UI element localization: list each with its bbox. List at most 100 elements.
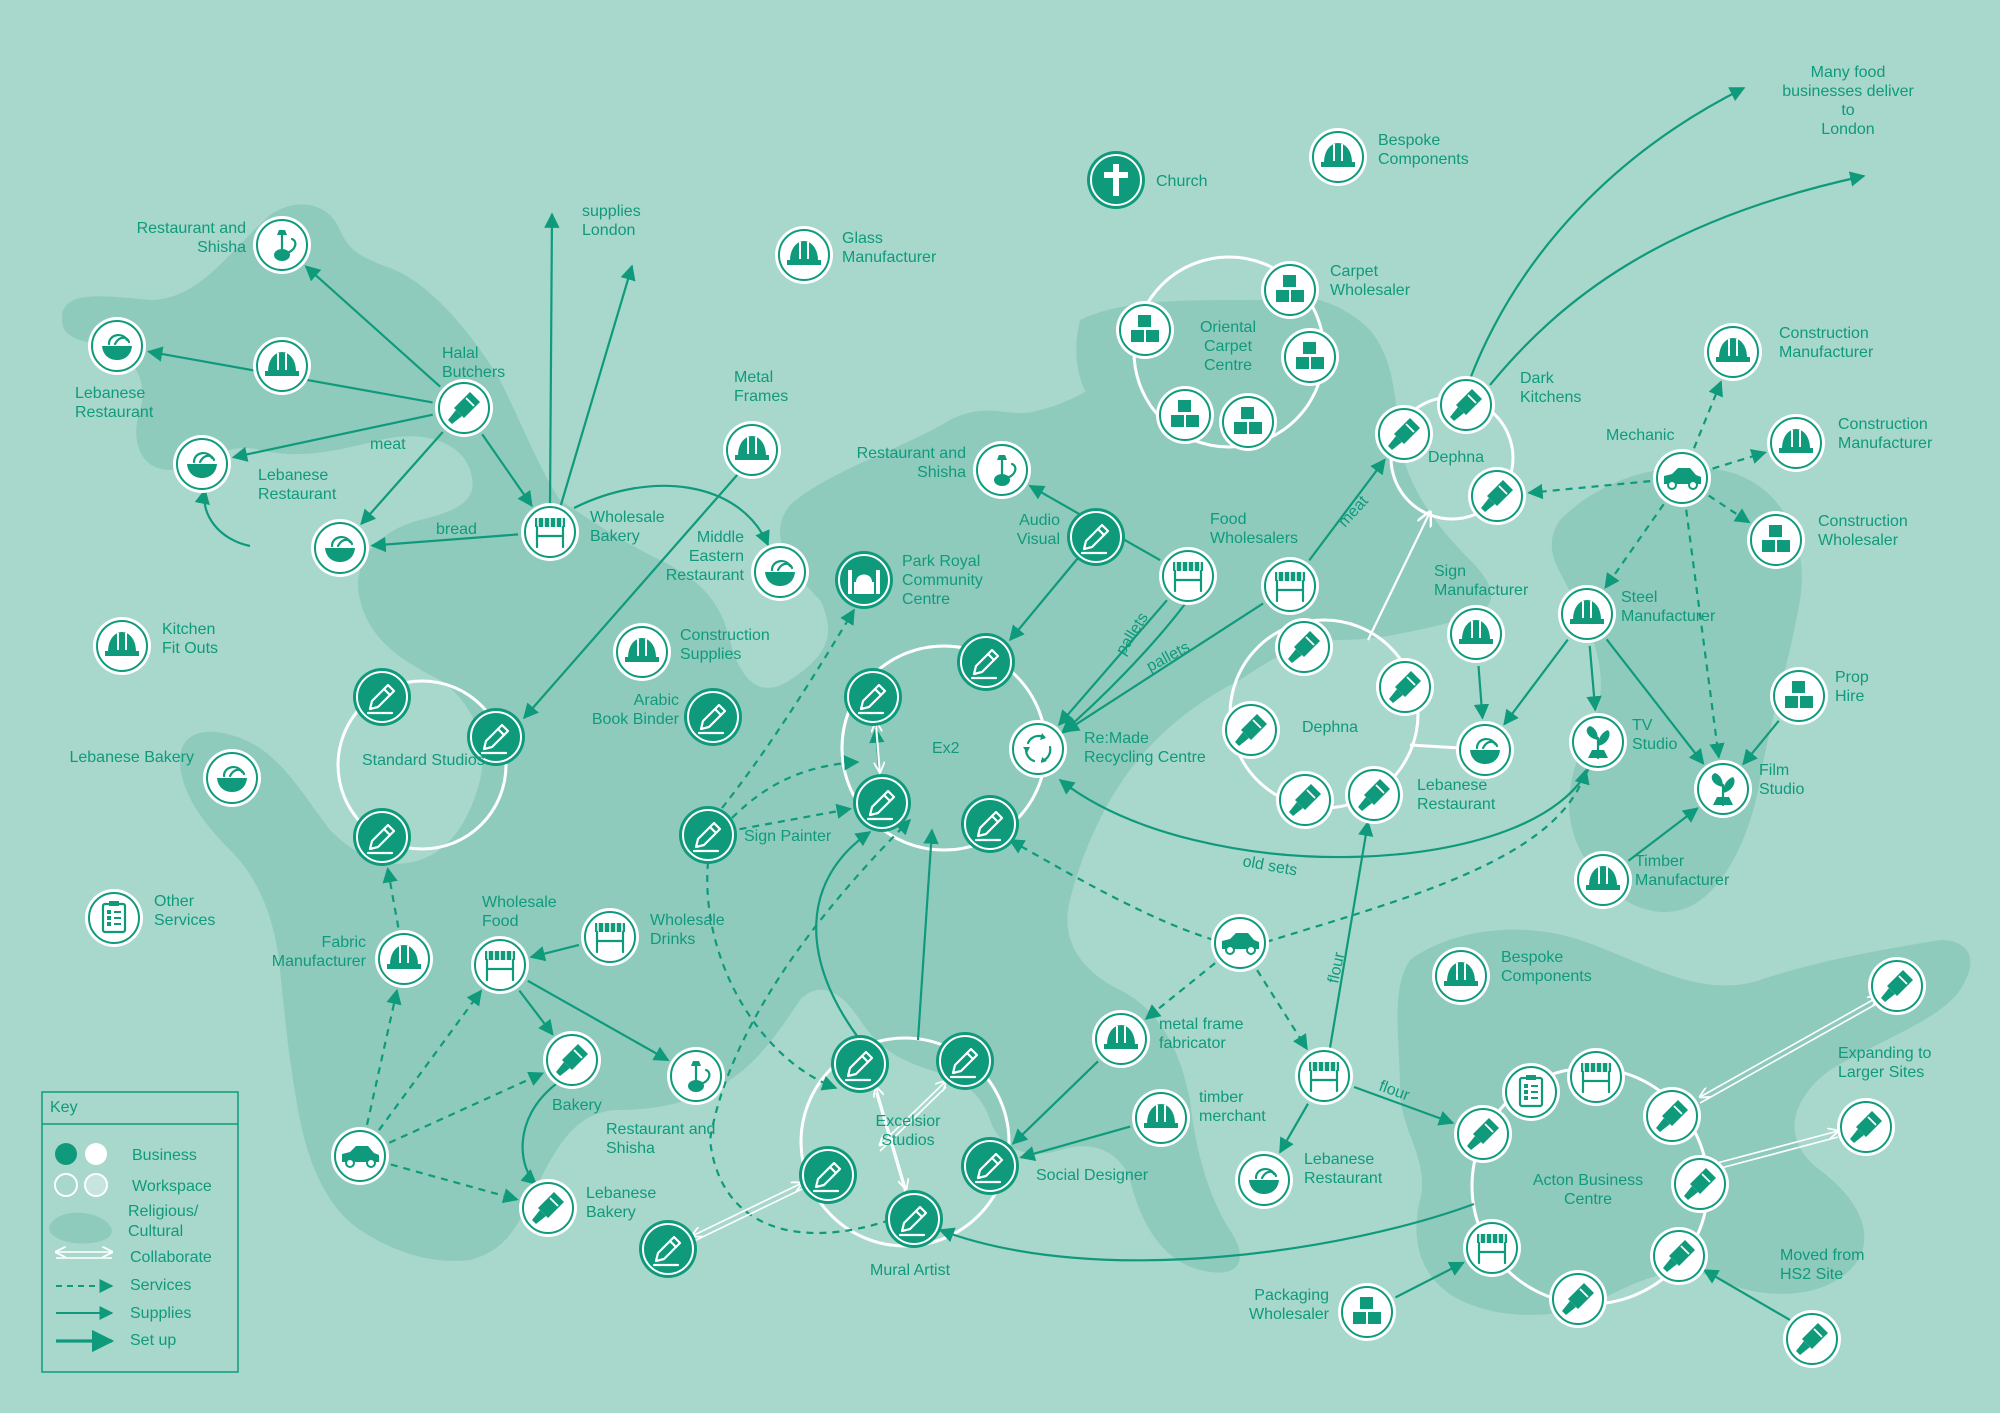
node-dephna-2a[interactable] [1275,618,1333,676]
node-acton-e[interactable] [1671,1155,1729,1213]
node-carpet-e[interactable] [1219,393,1277,451]
node-carpet-d[interactable] [1156,386,1214,444]
node-church[interactable]: Church [1087,151,1208,209]
node-social-designer[interactable]: Social Designer [961,1137,1149,1195]
node-carpet-a[interactable] [1116,301,1174,359]
node-stall-flour[interactable] [1295,1047,1353,1105]
node-dephna-2d[interactable] [1276,771,1334,829]
node-mechanic[interactable]: Mechanic [1606,427,1711,507]
node-sign-painter[interactable]: Sign Painter [679,806,832,864]
node-exc-a[interactable] [831,1035,889,1093]
node-ex2-a[interactable] [844,668,902,726]
pencil-icon [857,683,887,715]
node-dephna-2b[interactable] [1376,658,1434,716]
node-mural-artist[interactable]: Mural Artist [870,1190,951,1279]
node-carpet-c[interactable] [1281,328,1339,386]
node-dephna-2e[interactable] [1345,766,1403,824]
node-food-stall-2[interactable] [1261,557,1319,615]
supply-edge-wb-mer [573,484,770,547]
node-car-centre[interactable] [1211,914,1269,972]
node-acton-c[interactable] [1567,1048,1625,1106]
node-acton-b[interactable] [1502,1063,1560,1121]
node-expand-b[interactable] [1837,1098,1895,1156]
node-label: Butchers [442,364,505,381]
node-lebanese-bakery-1[interactable]: Lebanese Bakery [69,749,261,807]
node-acton-a[interactable] [1454,1105,1512,1163]
edge-label-bread: bread [436,521,477,538]
paintbrush-icon [448,392,480,424]
hard-hat-icon [1444,962,1478,986]
node-inner [1159,389,1211,441]
node-bakery[interactable]: Bakery [543,1031,602,1114]
node-label: Hire [1835,688,1864,705]
node-dephna-1a[interactable] [1375,405,1433,463]
node-collab-pencil[interactable] [639,1220,697,1278]
node-hs2[interactable] [1783,1310,1841,1368]
node-expand-a[interactable] [1868,957,1926,1015]
node-acton-f[interactable] [1650,1227,1708,1285]
node-dephna-1b[interactable] [1468,467,1526,525]
node-std-studio-b[interactable] [467,708,525,766]
node-car-left[interactable] [331,1127,389,1185]
node-label: Frames [734,388,788,405]
node-ex2-b[interactable] [957,633,1015,691]
node-dephna-2c[interactable] [1222,701,1280,759]
node-acton-g[interactable] [1549,1270,1607,1328]
node-helmet-a[interactable] [253,337,311,395]
car-icon [1664,468,1701,490]
node-acton-d[interactable] [1643,1087,1701,1145]
node-label: Manufacturer [1434,582,1529,599]
node-exc-c[interactable] [799,1146,857,1204]
node-std-studio-a[interactable] [353,668,411,726]
node-label: Wholesaler [1330,282,1411,299]
node-label: Wholesaler [1818,532,1899,549]
node-exc-b[interactable] [936,1032,994,1090]
node-ex2-d[interactable] [961,795,1019,853]
node-bowl-b[interactable] [311,519,369,577]
node-acton-h[interactable] [1463,1219,1521,1277]
node-ex2-c[interactable] [853,774,911,832]
node-std-studio-c[interactable] [353,808,411,866]
node-label: Restaurant [258,486,337,503]
